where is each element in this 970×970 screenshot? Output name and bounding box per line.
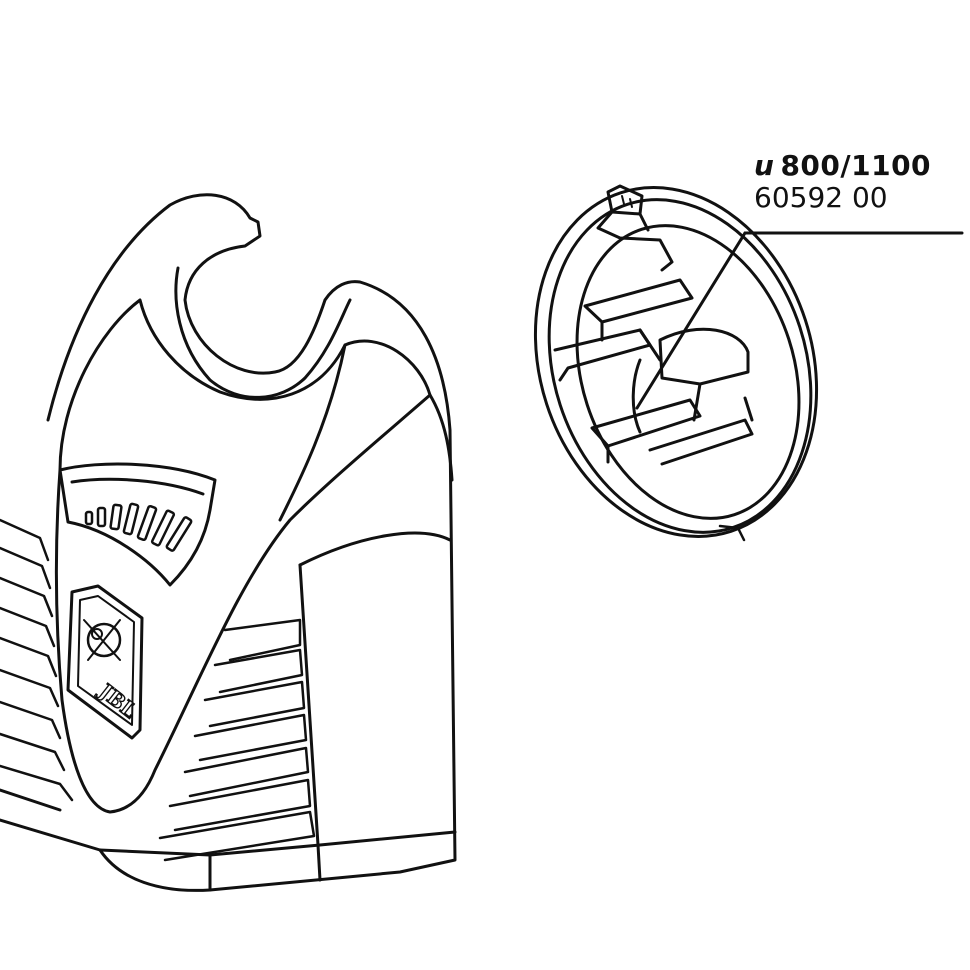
pump-housing (0, 193, 457, 892)
model-symbol: u (754, 149, 775, 182)
model-number: 800/1100 (780, 149, 932, 182)
leader-line (635, 231, 964, 410)
jbl-logo (66, 584, 144, 740)
led-bars (84, 502, 193, 552)
side-vents (158, 618, 316, 862)
front-vents (0, 518, 74, 802)
rotor-cover-part (533, 184, 819, 542)
part-number: 60592 00 (754, 181, 888, 214)
